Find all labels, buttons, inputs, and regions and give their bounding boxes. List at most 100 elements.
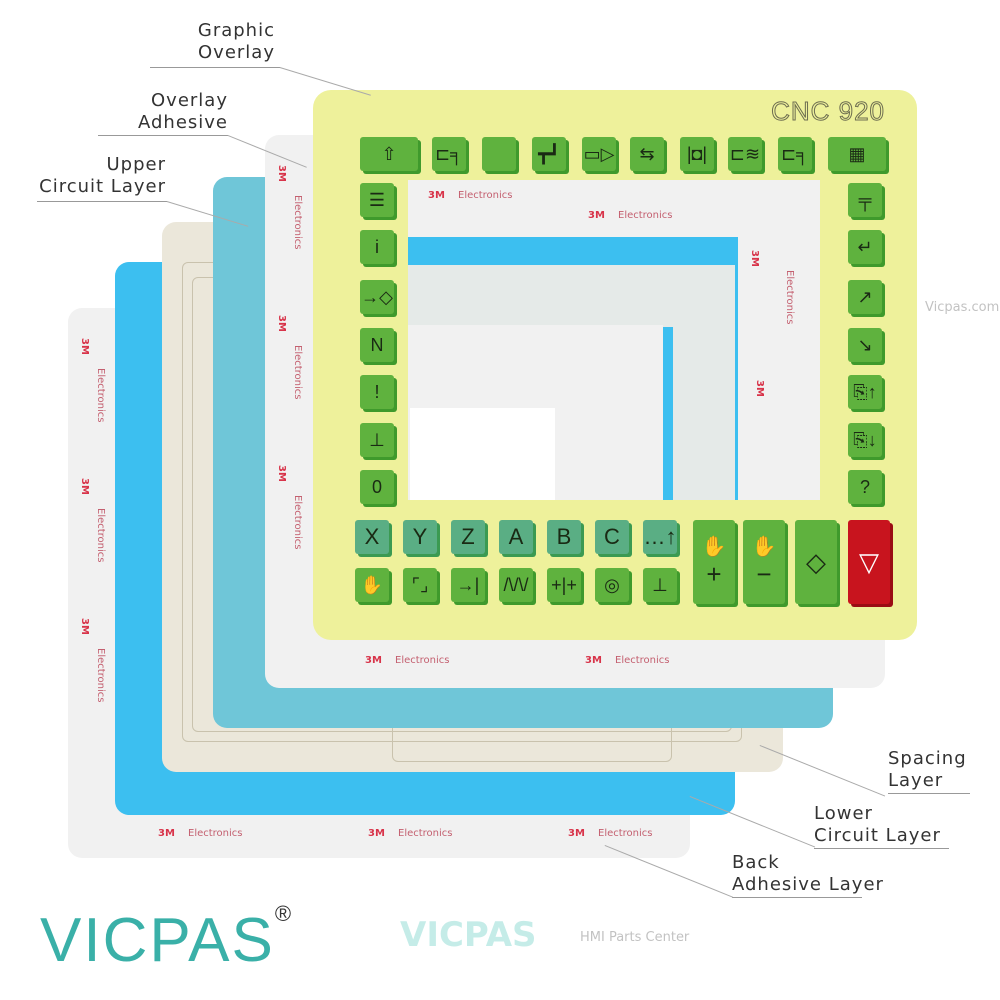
adhesive-brand-print: 3M [368,828,385,839]
axis-key-5[interactable]: B [547,520,581,554]
function-key-2[interactable]: ⌜⌟ [403,568,437,602]
adhesive-text-print: Electronics [784,270,795,325]
top-key-5[interactable]: ▭▷ [582,137,616,171]
adhesive-text-print: Electronics [398,828,453,839]
adhesive-brand-print: 3M [276,465,287,482]
adhesive-text-print: Electronics [188,828,243,839]
adhesive-brand-print: 3M [79,338,90,355]
label-underline [150,67,280,68]
adhesive-text-print: Electronics [95,368,106,423]
adhesive-text-print: Electronics [598,828,653,839]
adhesive-brand-print: 3M [585,655,602,666]
axis-key-1[interactable]: X [355,520,389,554]
model-label: CNC 920 [771,96,885,127]
left-key-7[interactable]: 0 [360,470,394,504]
function-key-7[interactable]: ⊥ [643,568,677,602]
left-key-6[interactable]: ⊥ [360,423,394,457]
left-key-4[interactable]: N [360,328,394,362]
top-key-1[interactable]: ⇧ [360,137,418,171]
function-key-6[interactable]: ◎ [595,568,629,602]
cycle-stop-icon: ▽ [859,546,879,577]
top-key-4[interactable]: ┳┛ [532,137,566,171]
right-key-3[interactable]: ↗ [848,280,882,314]
adhesive-text-print: Electronics [615,655,670,666]
adhesive-brand-print: 3M [754,380,765,397]
left-key-5[interactable]: ! [360,375,394,409]
window-cutout [410,408,555,500]
function-key-5[interactable]: +|+ [547,568,581,602]
top-key-6[interactable]: ⇆ [630,137,664,171]
top-key-10[interactable]: ▦ [828,137,886,171]
circuit-switches [673,265,735,500]
right-key-7[interactable]: ? [848,470,882,504]
left-key-1[interactable]: ☰ [360,183,394,217]
jog-plus-button[interactable]: ✋+ [693,520,735,604]
axis-key-2[interactable]: Y [403,520,437,554]
top-key-7[interactable]: |◘| [680,137,714,171]
adhesive-text-print: Electronics [292,345,303,400]
right-key-4[interactable]: ↘ [848,328,882,362]
adhesive-brand-print: 3M [588,210,605,221]
hand-icon: ✋ [701,536,727,558]
axis-key-3[interactable]: Z [451,520,485,554]
graphic-overlay: CNC 920 3M Electronics 3M Electronics 3M Elec… [313,90,917,640]
adhesive-brand-print: 3M [428,190,445,201]
watermark-subtitle: HMI Parts Center [580,930,690,945]
adhesive-brand-print: 3M [79,478,90,495]
adhesive-text-print: Electronics [395,655,450,666]
label-underline [37,201,167,202]
adhesive-brand-print: 3M [276,165,287,182]
jog-minus-button[interactable]: ✋− [743,520,785,604]
label-underline [814,848,949,849]
circuit-switches [408,265,673,327]
hand-icon: ✋ [751,536,777,558]
adhesive-text-print: Electronics [292,195,303,250]
sign-label: − [756,559,772,589]
watermark-url: Vicpas.com [925,300,1000,315]
adhesive-brand-print: 3M [79,618,90,635]
function-key-1[interactable]: ✋ [355,568,389,602]
axis-key-6[interactable]: C [595,520,629,554]
leader-line [689,796,816,848]
left-key-3[interactable]: →◇ [360,280,394,314]
label-underline [888,793,970,794]
adhesive-brand-print: 3M [365,655,382,666]
right-key-6[interactable]: ⎘↓ [848,423,882,457]
adhesive-text-print: Electronics [618,210,673,221]
right-key-1[interactable]: ╤ [848,183,882,217]
adhesive-text-print: Electronics [292,495,303,550]
adhesive-text-print: Electronics [95,648,106,703]
adhesive-brand-print: 3M [568,828,585,839]
cycle-start-icon: ◇ [806,546,826,577]
top-key-2[interactable]: ⊏╕ [432,137,466,171]
display-window: 3M Electronics 3M Electronics 3M Electronics 3… [408,180,820,500]
axis-key-4[interactable]: A [499,520,533,554]
watermark-brand: VICPAS [400,915,537,955]
adhesive-text-print: Electronics [458,190,513,201]
cycle-start-button[interactable]: ◇ [795,520,837,604]
function-key-3[interactable]: →| [451,568,485,602]
label-underline [98,135,228,136]
adhesive-brand-print: 3M [749,250,760,267]
function-key-4[interactable]: /\/\/ [499,568,533,602]
top-key-8[interactable]: ⊏≋ [728,137,762,171]
cycle-stop-button[interactable]: ▽ [848,520,890,604]
adhesive-brand-print: 3M [158,828,175,839]
vicpas-logo: VICPAS® [40,901,294,975]
label-underline [732,897,862,898]
leader-line [759,745,886,797]
top-key-3[interactable] [482,137,516,171]
sign-label: + [706,559,722,589]
right-key-5[interactable]: ⎘↑ [848,375,882,409]
right-key-2[interactable]: ↵ [848,230,882,264]
adhesive-text-print: Electronics [95,508,106,563]
axis-key-7[interactable]: …↑ [643,520,677,554]
top-key-9[interactable]: ⊏╕ [778,137,812,171]
adhesive-brand-print: 3M [276,315,287,332]
left-key-2[interactable]: i [360,230,394,264]
